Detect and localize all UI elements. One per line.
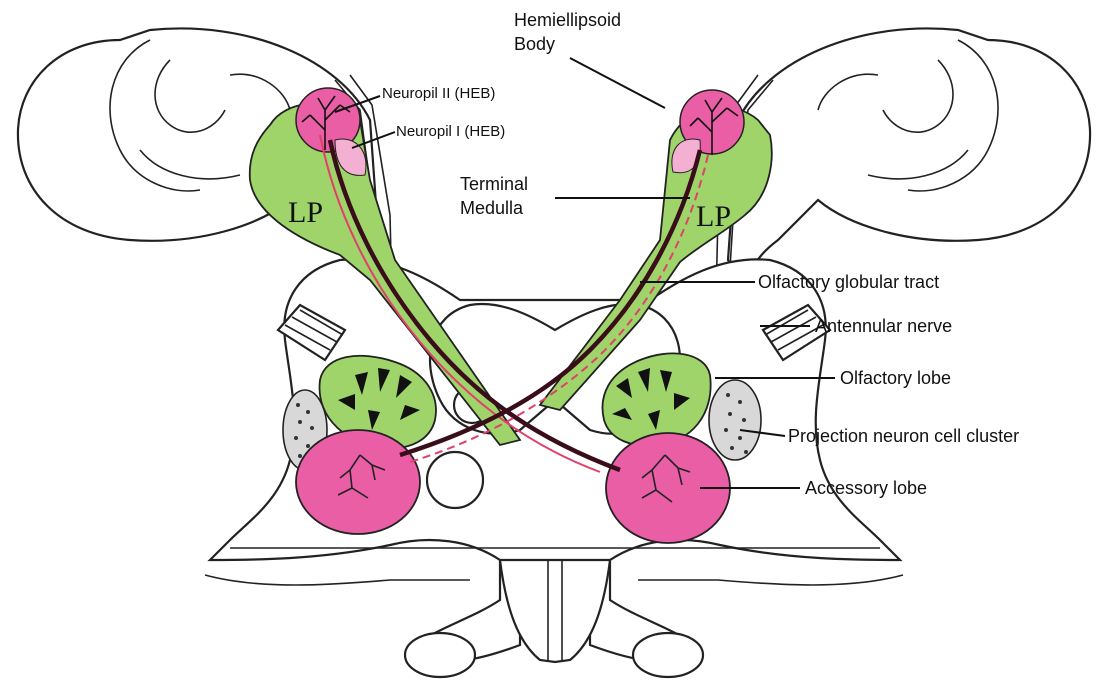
left-accessory-lobe [296, 430, 420, 534]
olfactory-globular-tract-label: Olfactory globular tract [758, 272, 939, 292]
neuropil-ii-label: Neuropil II (HEB) [382, 85, 495, 102]
right-eyestalk [716, 28, 1090, 300]
lp-label-right: LP [696, 200, 731, 233]
lp-label-left: LP [288, 196, 323, 229]
antennular-nerve-label: Antennular nerve [815, 316, 952, 336]
neuropil-i-label: Neuropil I (HEB) [396, 123, 505, 140]
right-projection-neuron-cluster [709, 380, 761, 460]
hemiellipsoid-label-line1: Hemiellipsoid [514, 10, 621, 30]
accessory-lobe-label: Accessory lobe [805, 478, 927, 498]
projection-neuron-cell-cluster-label: Projection neuron cell cluster [788, 426, 1019, 446]
terminal-medulla-label-line2: Medulla [460, 198, 524, 218]
olfactory-lobe-label: Olfactory lobe [840, 368, 951, 388]
hemiellipsoid-label-line2: Body [514, 34, 555, 54]
terminal-medulla-label-line1: Terminal [460, 174, 528, 194]
